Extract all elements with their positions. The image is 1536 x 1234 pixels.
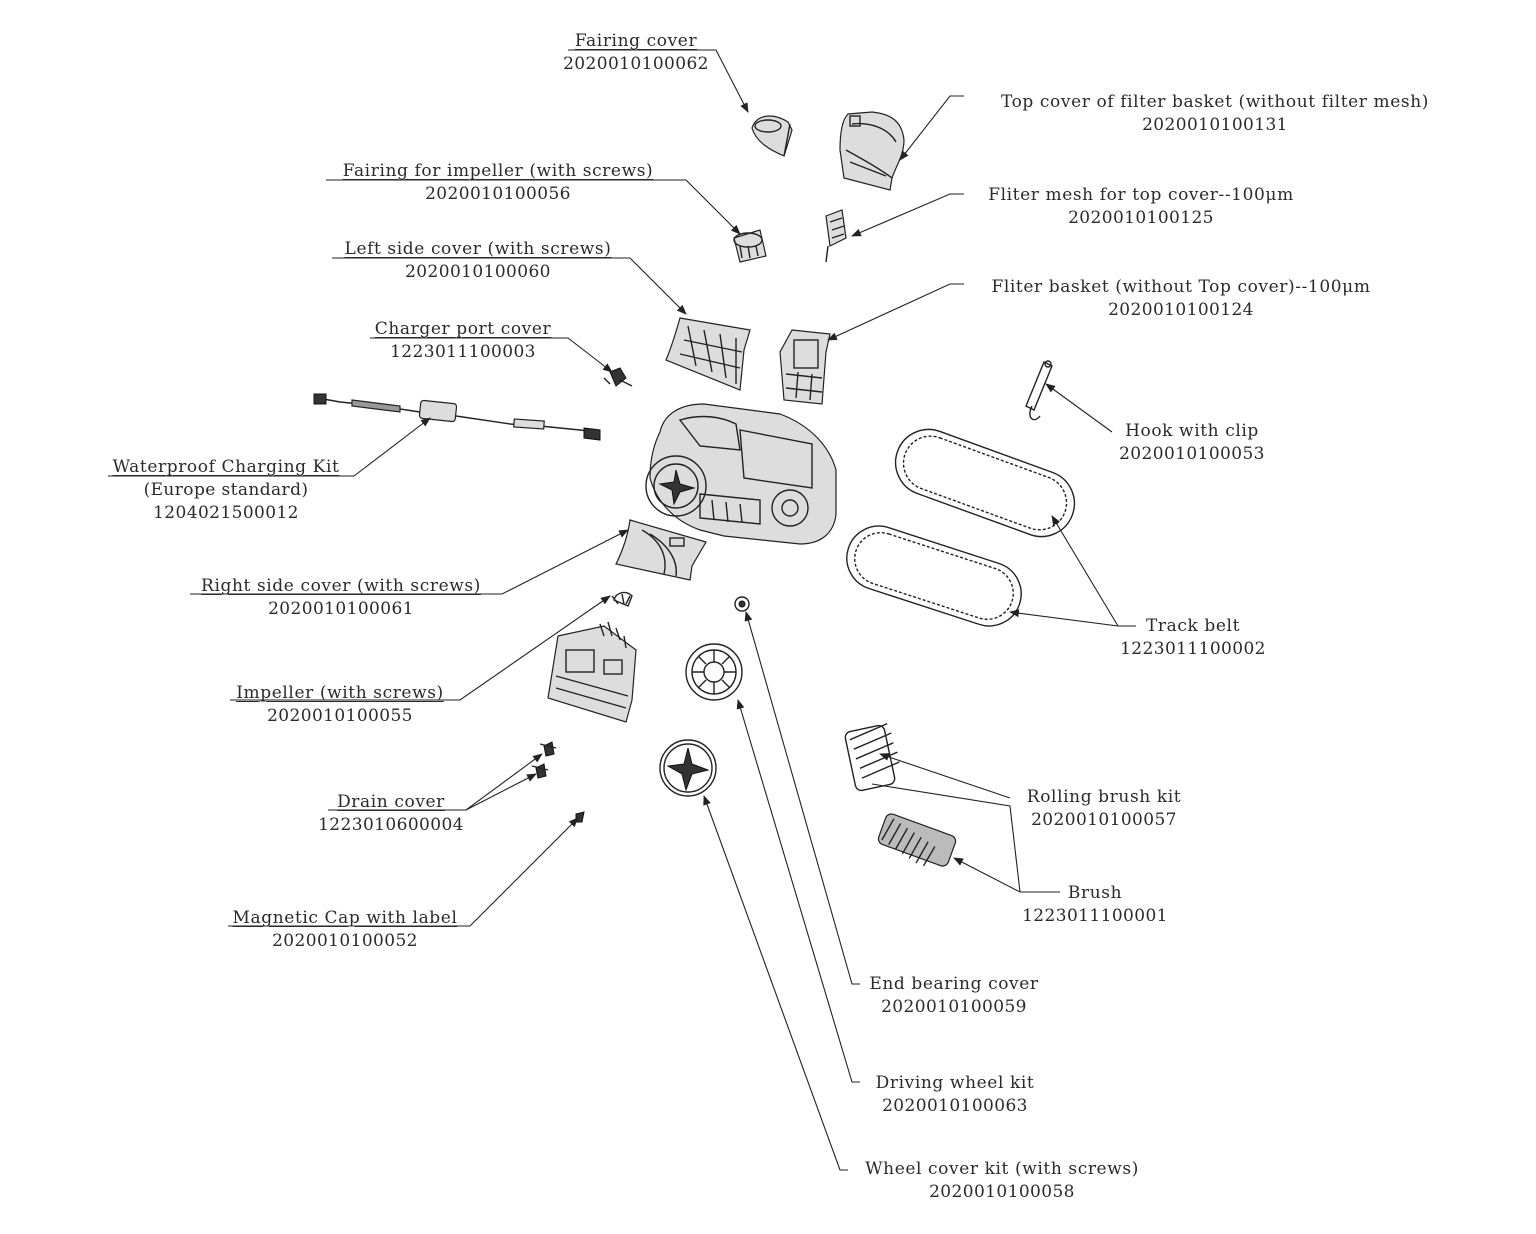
label-driving-wheel: Driving wheel kit 2020010100063 [876, 1072, 1035, 1118]
part-code: 2020010100125 [1068, 208, 1214, 228]
label-end-bearing-cover: End bearing cover 2020010100059 [869, 973, 1038, 1019]
part-code: 1223011100001 [1022, 906, 1168, 926]
part-name: Brush [1067, 883, 1123, 903]
part-code: 2020010100062 [563, 54, 709, 74]
filter-basket-drawing [779, 329, 831, 405]
hook-clip-drawing [1025, 360, 1053, 421]
label-wheel-cover: Wheel cover kit (with screws) 2020010100… [865, 1158, 1139, 1204]
part-code: 2020010100124 [1108, 300, 1254, 320]
label-top-cover: Top cover of filter basket (without filt… [1001, 91, 1429, 137]
part-name: Fairing for impeller (with screws) [342, 161, 654, 181]
part-name: Track belt [1145, 616, 1241, 636]
main-body-drawing [645, 403, 837, 545]
rolling-brush-drawing [844, 723, 900, 792]
part-code: 1223011100002 [1120, 639, 1266, 659]
part-code: 2020010100055 [267, 706, 413, 726]
label-hook-clip: Hook with clip 2020010100053 [1119, 420, 1265, 466]
part-code: 2020010100060 [405, 262, 551, 282]
part-name: Top cover of filter basket (without filt… [1000, 92, 1430, 112]
part-name: Drain cover [337, 792, 445, 812]
impeller-drawing [611, 591, 633, 607]
part-code: 2020010100058 [929, 1182, 1075, 1202]
part-name: Waterproof Charging Kit [112, 457, 340, 477]
part-code: 2020010100061 [268, 599, 414, 619]
left-side-cover-drawing [665, 317, 751, 391]
label-filter-basket: Fliter basket (without Top cover)--100μm… [991, 276, 1370, 322]
label-fairing-cover: Fairing cover 2020010100062 [563, 30, 709, 76]
part-code: 2020010100059 [881, 997, 1027, 1017]
label-magnetic-cap: Magnetic Cap with label 2020010100052 [233, 907, 458, 953]
part-code: 1223010600004 [318, 815, 464, 835]
part-name: End bearing cover [869, 974, 1039, 994]
motor-block-drawing [547, 621, 637, 723]
label-impeller: Impeller (with screws) 2020010100055 [236, 682, 444, 728]
end-bearing-cover-drawing [734, 596, 750, 612]
top-cover-drawing [839, 111, 905, 191]
magnetic-cap-drawing [575, 811, 585, 823]
leader-lines [108, 49, 1136, 1171]
part-name: Fairing cover [574, 31, 698, 51]
part-name: Hook with clip [1125, 421, 1259, 441]
part-name: Left side cover (with screws) [344, 239, 612, 259]
part-code: 1223011100003 [390, 342, 536, 362]
part-code: 2020010100052 [272, 931, 418, 951]
label-charging-kit: Waterproof Charging Kit (Europe standard… [113, 456, 340, 525]
track-belt-lower-drawing [846, 525, 1022, 627]
track-belt-upper-drawing [894, 428, 1076, 538]
fairing-impeller-drawing [733, 229, 767, 263]
charging-kit-drawing [313, 393, 601, 441]
label-rolling-brush: Rolling brush kit 2020010100057 [1027, 786, 1181, 832]
part-code: 2020010100057 [1031, 810, 1177, 830]
charger-port-cover-drawing [603, 367, 633, 387]
label-brush: Brush 1223011100001 [1022, 882, 1168, 928]
label-charger-port-cover: Charger port cover 1223011100003 [375, 318, 552, 364]
part-subtitle: (Europe standard) [143, 480, 309, 500]
filter-mesh-drawing [825, 209, 847, 263]
part-name: Magnetic Cap with label [232, 908, 458, 928]
label-fairing-impeller: Fairing for impeller (with screws) 20200… [343, 160, 654, 206]
part-code: 2020010100056 [425, 184, 571, 204]
part-name: Fliter mesh for top cover--100μm [988, 185, 1294, 205]
label-filter-mesh: Fliter mesh for top cover--100μm 2020010… [988, 184, 1294, 230]
label-right-side-cover: Right side cover (with screws) 202001010… [201, 575, 481, 621]
part-name: Rolling brush kit [1026, 787, 1182, 807]
label-left-side-cover: Left side cover (with screws) 2020010100… [345, 238, 612, 284]
part-name: Fliter basket (without Top cover)--100μm [991, 277, 1371, 297]
part-name: Right side cover (with screws) [201, 576, 481, 596]
part-code: 2020010100063 [882, 1096, 1028, 1116]
label-track-belt: Track belt 1223011100002 [1120, 615, 1266, 661]
brush-drawing [877, 813, 957, 867]
right-side-cover-drawing [615, 519, 707, 581]
part-code: 2020010100131 [1142, 115, 1288, 135]
label-drain-cover: Drain cover 1223010600004 [318, 791, 464, 837]
part-name: Charger port cover [374, 319, 552, 339]
drain-cover-drawing [531, 741, 557, 779]
fairing-cover-drawing [751, 115, 793, 157]
part-code: 1204021500012 [153, 503, 299, 523]
part-name: Driving wheel kit [875, 1073, 1035, 1093]
wheel-cover-drawing [659, 739, 717, 797]
part-name: Wheel cover kit (with screws) [865, 1159, 1139, 1179]
part-name: Impeller (with screws) [236, 683, 444, 703]
part-code: 2020010100053 [1119, 444, 1265, 464]
driving-wheel-drawing [685, 643, 743, 701]
